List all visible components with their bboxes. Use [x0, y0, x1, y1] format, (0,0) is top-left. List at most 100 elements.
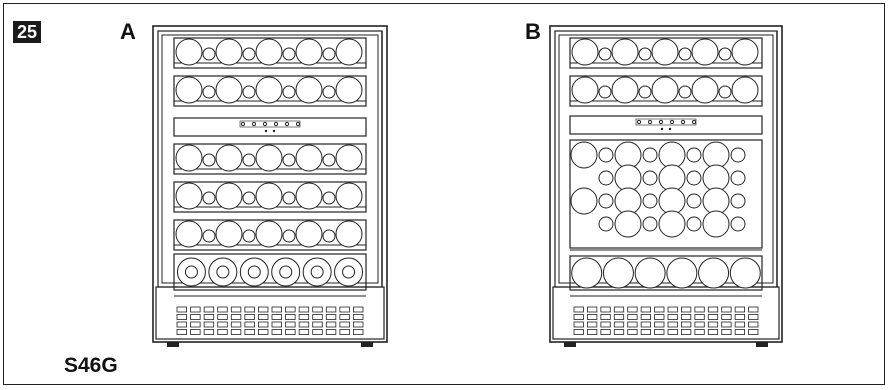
vent-slot	[734, 314, 745, 320]
vent-slot	[587, 321, 598, 328]
vent-slot	[353, 306, 364, 313]
indicator-dot	[660, 127, 664, 131]
bottle-neck	[322, 191, 336, 205]
control-panel	[635, 118, 697, 131]
bottle-neck	[642, 170, 658, 186]
bottle-neck	[322, 229, 336, 243]
shelf	[569, 75, 763, 107]
vent-slot	[244, 306, 255, 313]
vent-slot	[339, 306, 350, 313]
bottle-base	[175, 220, 203, 248]
bottle-base	[702, 164, 730, 192]
indicator-dot	[264, 129, 268, 133]
control-button	[295, 121, 301, 127]
bottle-base	[255, 182, 283, 210]
bottle-neck	[282, 85, 296, 99]
vent-slot	[707, 306, 719, 313]
vent-slot	[298, 329, 310, 335]
vent-slot	[325, 329, 337, 335]
bottle-neck	[202, 47, 216, 61]
bottle-base	[658, 187, 686, 215]
vent-grille	[573, 306, 759, 335]
vent-slot	[258, 306, 269, 313]
vent-slot	[640, 329, 651, 335]
vent-slot	[681, 314, 692, 320]
glass-panel	[161, 34, 379, 284]
bottle-base	[255, 76, 283, 104]
bottle-neck	[686, 170, 702, 186]
bottle-neck	[202, 229, 216, 243]
shelf	[173, 75, 367, 107]
vent-slot	[190, 314, 201, 320]
bottle-base	[658, 210, 686, 238]
bottle-neck	[718, 47, 732, 61]
bottle-base	[658, 164, 686, 192]
vent-slot	[190, 321, 201, 328]
bottle-neck	[282, 229, 296, 243]
vent-slot	[353, 314, 364, 320]
vent-slot	[176, 314, 187, 320]
vent-slot	[573, 314, 584, 320]
bottle-ring	[184, 265, 198, 279]
bottle-base	[658, 141, 686, 169]
bottle-base	[295, 76, 323, 104]
bottle-base	[175, 76, 203, 104]
cabinet-outer	[152, 25, 388, 343]
vent-slot	[298, 306, 310, 313]
vent-slot	[748, 314, 759, 320]
bottle-base	[335, 38, 363, 66]
bottle-neck	[638, 85, 652, 99]
vent-slot	[217, 306, 228, 313]
vent-slot	[203, 321, 215, 328]
vent-slot	[707, 329, 719, 335]
control-panel	[239, 120, 301, 133]
bottle-ring	[247, 265, 261, 279]
shelf	[173, 181, 367, 213]
bottle-base	[215, 144, 243, 172]
bottle-base	[571, 76, 599, 104]
bottle-neck	[322, 85, 336, 99]
control-display	[239, 120, 301, 128]
vent-slot	[298, 321, 310, 328]
bottle-base	[729, 257, 761, 289]
vent-slot	[734, 321, 745, 328]
bottle-neck	[202, 85, 216, 99]
control-button	[658, 119, 664, 125]
bottle-base	[215, 182, 243, 210]
vent-slot	[587, 306, 598, 313]
bottle-base	[614, 187, 642, 215]
bottle-neck	[678, 47, 692, 61]
bottle-neck	[322, 153, 336, 167]
bottle-neck	[642, 193, 658, 209]
vent-slot	[339, 321, 350, 328]
bottle-base	[215, 220, 243, 248]
indicator-dot	[668, 127, 672, 131]
bottle-base	[215, 76, 243, 104]
bottle-neck	[242, 191, 256, 205]
kickplate	[155, 286, 385, 340]
bottle-base	[175, 38, 203, 66]
bottle-base	[651, 38, 679, 66]
bottle-neck	[202, 153, 216, 167]
bottle-base	[666, 257, 698, 289]
variant-b-label: B	[525, 19, 541, 44]
vent-slot	[613, 321, 625, 328]
fridge-b-illustration	[549, 25, 783, 347]
vent-slot	[613, 306, 625, 313]
vent-slot	[203, 314, 215, 320]
vent-slot	[613, 314, 625, 320]
vent-slot	[654, 306, 665, 313]
vent-slot	[694, 314, 705, 320]
bottle-neck	[282, 191, 296, 205]
vent-slot	[203, 306, 215, 313]
foot	[361, 342, 373, 347]
bottle-neck	[202, 191, 216, 205]
bottle-base	[335, 76, 363, 104]
foot	[756, 342, 768, 347]
bottle-ring	[216, 265, 230, 279]
bottle-base	[702, 141, 730, 169]
bottle-base	[570, 187, 598, 215]
vent-slot	[217, 321, 228, 328]
vent-slot	[176, 329, 187, 335]
fridge-a-illustration	[152, 25, 388, 347]
